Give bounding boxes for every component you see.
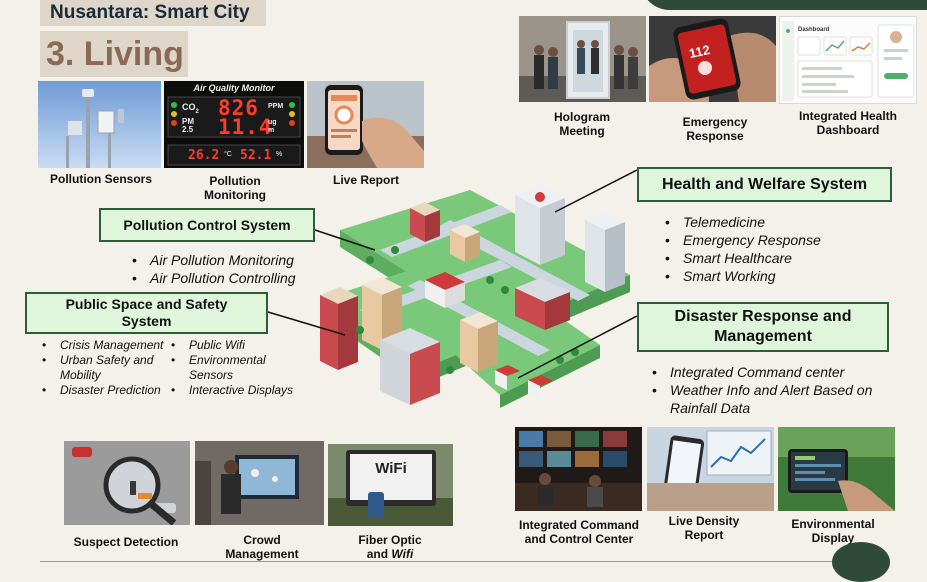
list-item: Telemedicine [661, 213, 901, 231]
meter-co2-unit: PPM [268, 103, 284, 110]
public-space-heading: Public Space and Safety System [25, 292, 268, 334]
photo-environmental-display [778, 427, 895, 511]
photo-health-dashboard: Dashboard [779, 16, 917, 104]
list-item: Crisis Management [38, 338, 170, 353]
caption-pollution-sensors: Pollution Sensors [49, 172, 152, 186]
caption-hologram-meeting: Hologram Meeting [553, 110, 610, 138]
pollution-control-heading: Pollution Control System [99, 208, 315, 242]
pollution-control-list: Air Pollution Monitoring Air Pollution C… [128, 251, 338, 287]
top-decor-band [640, 0, 927, 10]
list-item: Smart Working [661, 267, 901, 285]
photo-crowd-management [195, 441, 324, 525]
photo-emergency-phone: 112 [649, 16, 776, 102]
list-item: Urban Safety and Mobility [38, 353, 170, 383]
public-space-left-list: Crisis Management Urban Safety and Mobil… [38, 338, 170, 398]
caption-crowd-management: Crowd Management [225, 533, 299, 561]
meter-temp-unit: °C [224, 151, 232, 158]
photo-live-report [307, 81, 424, 168]
meter-co2-label: CO2 [182, 102, 199, 115]
photo-hologram-meeting [519, 16, 646, 102]
photo-command-center [515, 427, 642, 511]
public-space-right-list: Public Wifi Environmental Sensors Intera… [167, 338, 297, 398]
list-item: Emergency Response [661, 231, 901, 249]
list-item: Integrated Command center [648, 363, 910, 381]
list-item: Weather Info and Alert Based on Rainfall… [648, 381, 910, 417]
meter-pm-value: 11.4 [218, 115, 273, 139]
isometric-city-illustration [300, 180, 645, 420]
meter-co2-value: 826 [218, 96, 259, 120]
caption-emergency-response: Emergency Response [682, 115, 748, 143]
connector-lines [267, 169, 638, 379]
meter-hum-value: 52.1 [240, 148, 272, 163]
list-item: Interactive Displays [167, 383, 297, 398]
meter-temp-value: 26.2 [188, 148, 220, 163]
page-title: 3. Living [40, 31, 188, 77]
dashboard-title: Dashboard [798, 27, 830, 33]
disaster-response-list: Integrated Command center Weather Info a… [648, 363, 910, 417]
list-item: Disaster Prediction [38, 383, 170, 398]
wifi-sign-text: WiFi [375, 460, 407, 477]
list-item: Smart Healthcare [661, 249, 901, 267]
footer-divider [40, 561, 850, 562]
caption-pollution-monitoring: Pollution Monitoring [204, 174, 266, 202]
meter-hum-unit: % [276, 151, 283, 158]
photo-fiber-wifi: WiFi [328, 444, 453, 526]
caption-command-center: Integrated Command and Control Center [518, 518, 639, 546]
caption-suspect-detection: Suspect Detection [73, 535, 179, 549]
caption-live-report: Live Report [332, 173, 399, 187]
photo-suspect-detection [64, 441, 190, 525]
caption-live-density: Live Density Report [668, 514, 740, 542]
disaster-response-heading: Disaster Response and Management [637, 302, 889, 352]
photo-pollution-sensors [38, 81, 161, 168]
list-item: Environmental Sensors [167, 353, 297, 383]
header-tag: Nusantara: Smart City [40, 0, 266, 26]
meter-title: Air Quality Monitor [193, 83, 275, 93]
list-item: Public Wifi [167, 338, 297, 353]
list-item: Air Pollution Monitoring [128, 251, 338, 269]
photo-live-density [647, 427, 774, 511]
caption-environmental-display: Environmental Display [791, 517, 875, 545]
page-badge [832, 542, 890, 582]
list-item: Air Pollution Controlling [128, 269, 338, 287]
health-welfare-heading: Health and Welfare System [637, 167, 892, 202]
health-welfare-list: Telemedicine Emergency Response Smart He… [661, 213, 901, 285]
caption-health-dashboard: Integrated Health Dashboard [798, 109, 897, 137]
